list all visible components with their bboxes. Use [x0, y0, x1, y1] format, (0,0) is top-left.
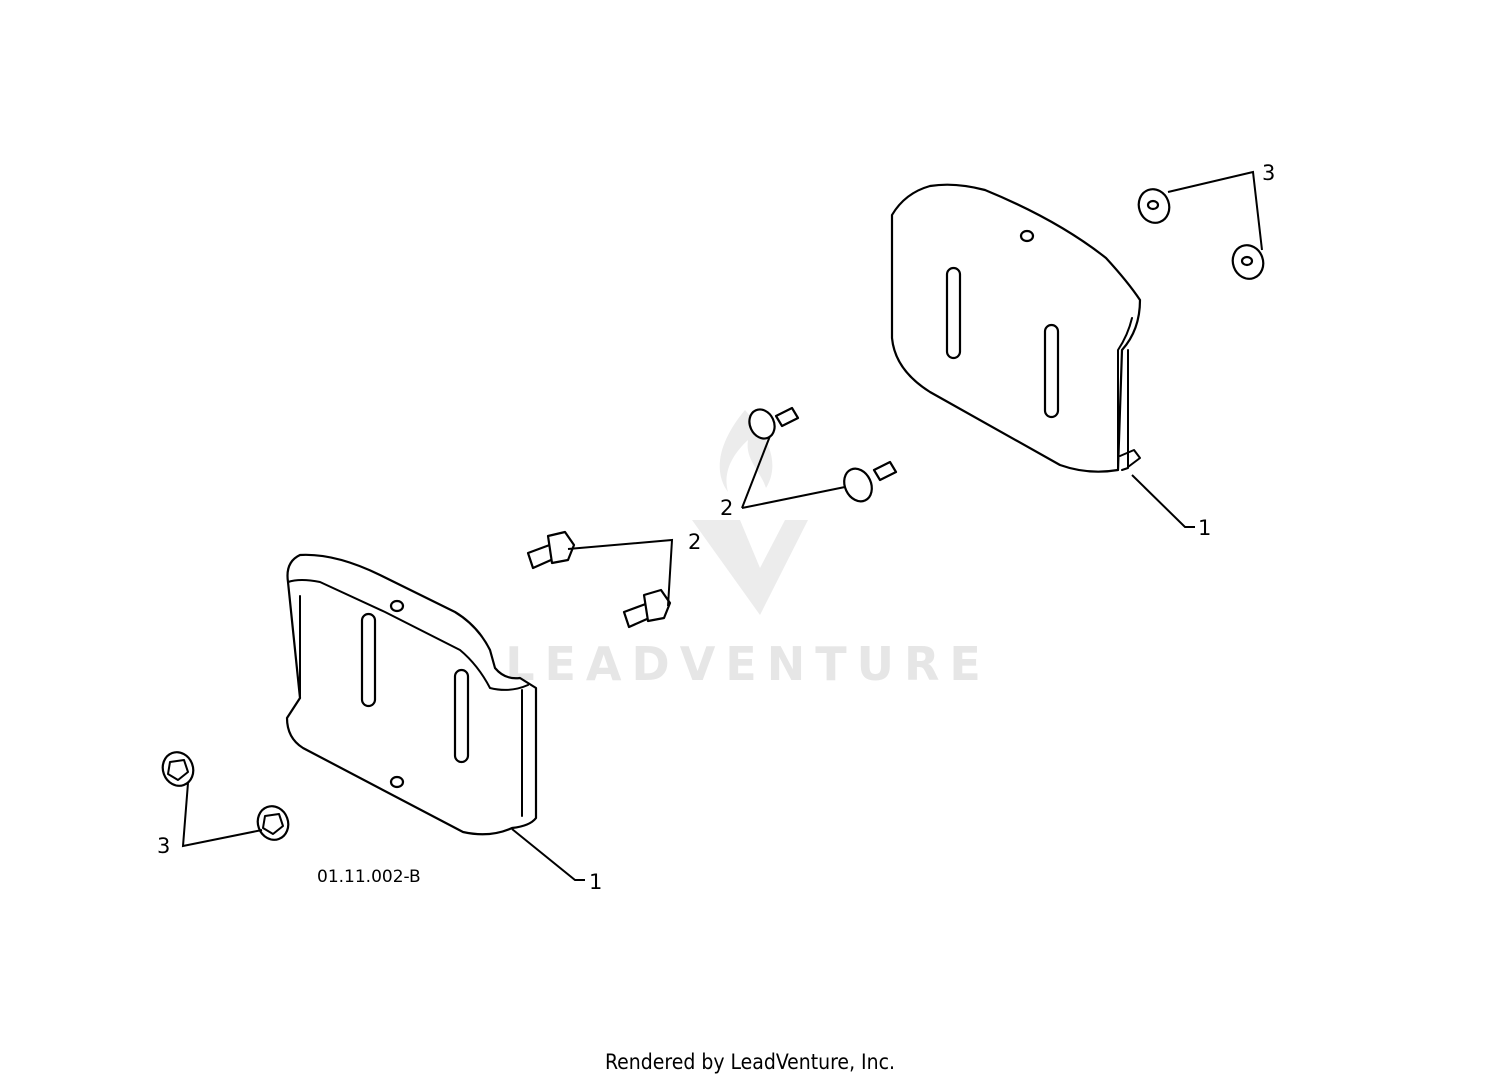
carriage-bolt-1 — [748, 406, 800, 440]
diagram-reference-code: 01.11.002-B — [317, 867, 421, 887]
callout-1-upper: 1 — [1198, 516, 1211, 540]
callout-3-lower: 3 — [157, 834, 170, 858]
footer-credit: Rendered by LeadVenture, Inc. — [605, 1050, 895, 1074]
callout-2-upper: 2 — [720, 496, 733, 520]
callout-3-upper: 3 — [1262, 161, 1275, 185]
watermark-logo: LEADVENTURE — [505, 410, 991, 691]
flange-nut-1 — [1137, 188, 1171, 224]
callout-1-lower: 1 — [589, 870, 602, 894]
flange-nut-3 — [161, 751, 195, 787]
skid-shoe-left — [285, 553, 538, 836]
carriage-bolt-3 — [526, 530, 576, 570]
watermark-text: LEADVENTURE — [505, 637, 991, 691]
flange-nut-4 — [256, 805, 290, 841]
leader-lines — [181, 170, 1263, 881]
callout-2-lower: 2 — [688, 530, 701, 554]
skid-shoe-right — [890, 183, 1142, 473]
flange-nut-2 — [1231, 244, 1265, 280]
carriage-bolt-4 — [622, 588, 672, 629]
carriage-bolt-2 — [843, 460, 898, 503]
